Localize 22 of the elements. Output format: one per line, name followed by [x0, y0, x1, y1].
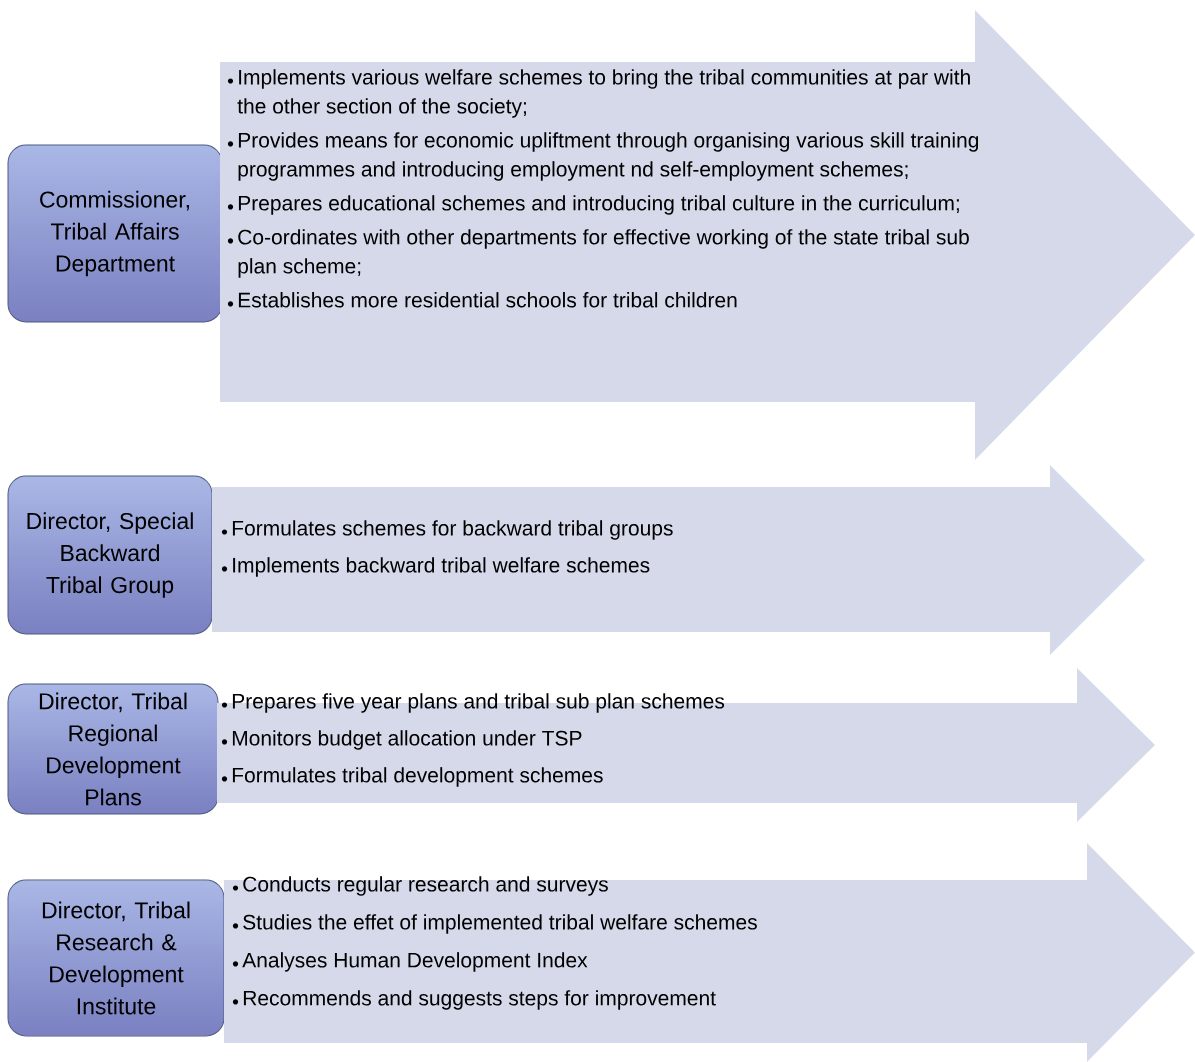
node-label: Establishes more residential schools for tribal children [238, 292, 737, 308]
node-label: Implements backward tribal welfare schemes [233, 557, 650, 577]
arrow-shape [224, 843, 1195, 1062]
node-label: Monitors budget allocation under TSP [232, 730, 582, 750]
node-label: Co-ordinates with other departments for effective working of the state tribal sub plan scheme; [238, 229, 969, 278]
arrow-shape [217, 668, 1155, 822]
rounded-box: Commissioner, Tribal Affairs Department [7, 144, 223, 323]
rounded-box: Director, Special Backward Tribal Group [7, 475, 213, 635]
arrow-shape [220, 10, 1195, 460]
node-label: Formulates schemes for backward tribal groups [232, 520, 673, 540]
node-label: Prepares educational schemes and introducing tribal culture in the curriculum; [238, 195, 959, 215]
node-label: Analyses Human Development Index [242, 952, 588, 972]
arrow-shape [212, 465, 1145, 655]
node-label: Prepares five year plans and tribal sub plan schemes [232, 693, 725, 713]
node-label: Recommends and suggests steps for improvement [243, 990, 716, 1010]
node-label: Implements various welfare schemes to bring the tribal communities at par with the other section of the society; [237, 69, 970, 118]
node-label: Studies the effet of implemented tribal welfare schemes [243, 914, 757, 934]
node-label: Provides means for economic upliftment through organising various skill training programmes and introducing employment nd self-employment schemes; [238, 132, 979, 181]
node-label: Formulates tribal development schemes [232, 767, 603, 787]
node-label: Conducts regular research and surveys [243, 876, 608, 896]
rounded-box: Director, Tribal Research & Development Institute [7, 879, 225, 1037]
rounded-box: Director, Tribal Regional Development Plans [7, 683, 219, 815]
